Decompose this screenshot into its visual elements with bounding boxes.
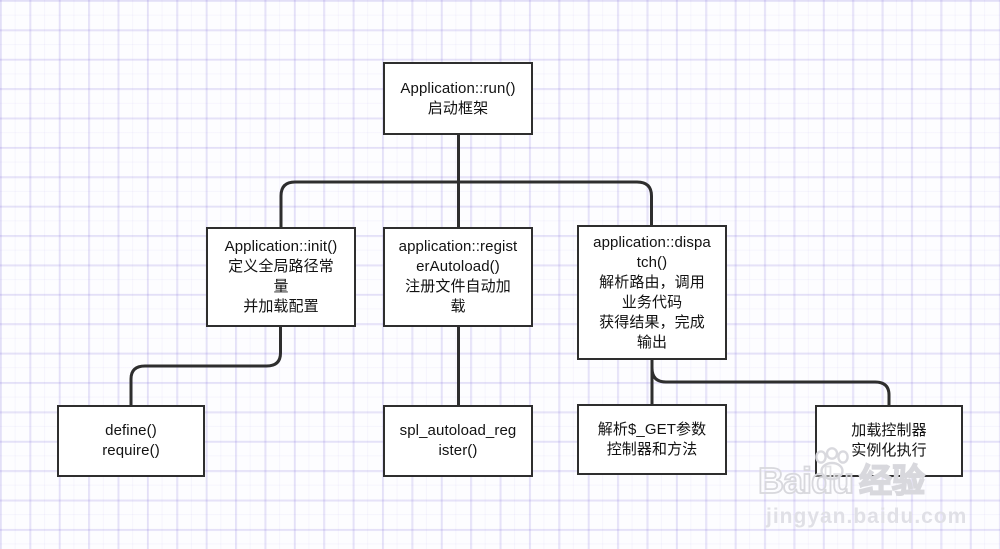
node-init-label: Application::init() 定义全局路径常 量 并加载配置 (224, 238, 338, 315)
node-define-require: define() require() (57, 405, 205, 477)
node-spl-autoload-label: spl_autoload_reg ister() (399, 422, 517, 459)
node-parse-get: 解析$_GET参数 控制器和方法 (577, 404, 727, 475)
watermark-url: jingyan.baidu.com (766, 505, 968, 528)
node-run-label: Application::run() 启动框架 (400, 79, 516, 117)
node-load-controller-label: 加载控制器 实例化执行 (851, 422, 927, 459)
node-init: Application::init() 定义全局路径常 量 并加载配置 (206, 227, 356, 327)
connector-init-to-define (129, 327, 282, 406)
node-load-controller: 加载控制器 实例化执行 (815, 405, 963, 477)
connector-run-branch (279, 180, 653, 228)
node-dispatch-label: application::dispa tch() 解析路由，调用 业务代码 获得… (593, 233, 711, 351)
node-register-autoload-label: application::regist erAutoload() 注册文件自动加… (398, 238, 518, 315)
node-run: Application::run() 启动框架 (383, 62, 533, 135)
node-dispatch: application::dispa tch() 解析路由，调用 业务代码 获得… (577, 225, 727, 360)
node-register-autoload: application::regist erAutoload() 注册文件自动加… (383, 227, 533, 327)
connector-dispatch-to-load (650, 367, 891, 406)
node-parse-get-label: 解析$_GET参数 控制器和方法 (597, 420, 707, 458)
node-spl-autoload: spl_autoload_reg ister() (383, 405, 533, 477)
node-define-require-label: define() require() (102, 422, 160, 459)
